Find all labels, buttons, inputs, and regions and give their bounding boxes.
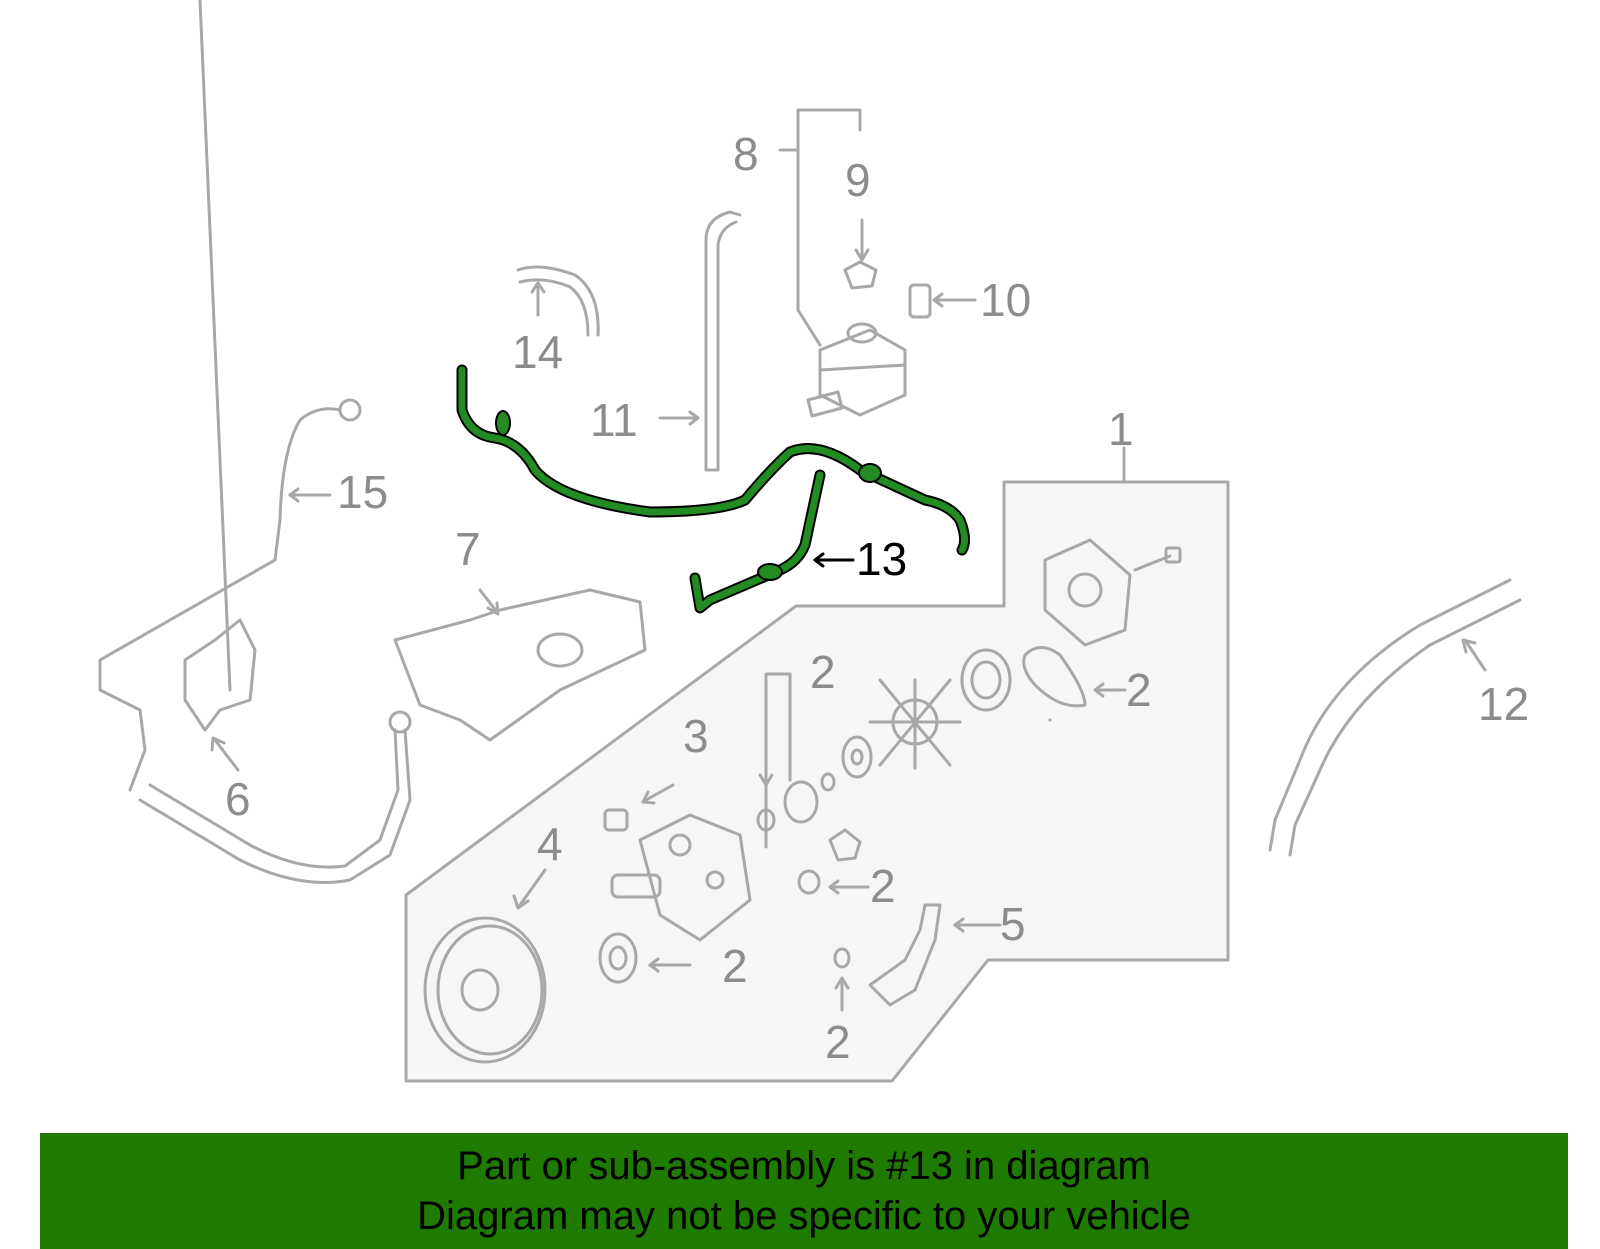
callout-15: 15 [337,466,388,518]
pump-assembly-panel [404,480,1230,1083]
heat-shield-7 [393,588,647,742]
line-15 [98,398,362,792]
callout-2-fitting: 2 [870,860,896,912]
pressure-hose [138,710,412,884]
callout-11: 11 [590,394,638,446]
info-banner: Part or sub-assembly is #13 in diagram D… [40,1133,1568,1249]
callout-12: 12 [1478,678,1529,730]
callout-7: 7 [455,523,481,575]
cover-plate [1043,538,1132,647]
hose-13-highlighted [456,364,971,614]
callout-4: 4 [537,818,563,870]
callout-8: 8 [733,128,759,180]
callout-9: 9 [845,154,871,206]
callout-5: 5 [1000,898,1026,950]
filter-10 [908,283,977,319]
callout-3: 3 [683,710,709,762]
fitting-5 [833,903,1002,1012]
bolt [1133,546,1182,572]
reservoir [806,322,907,418]
bracket-8-9 [796,108,862,132]
bracket-6 [183,0,257,772]
callout-2-bottom: 2 [825,1016,851,1068]
pulley-4 [423,868,547,1064]
banner-line-2: Diagram may not be specific to your vehi… [417,1194,1191,1238]
callout-2-top: 2 [810,646,836,698]
pump-body [610,813,752,942]
cam-ring [960,648,1012,712]
callout-1: 1 [1108,403,1134,455]
o-rings [756,672,873,849]
hose-11 [658,210,742,472]
callout-6: 6 [225,773,251,825]
callout-2-seal: 2 [722,940,748,992]
banner-line-1: Part or sub-assembly is #13 in diagram [457,1144,1151,1188]
callout-14: 14 [512,326,563,378]
callout-13: 13 [856,533,907,585]
hose-12 [1268,578,1522,857]
pressure-switch-3 [603,783,675,832]
hose-14 [516,265,600,337]
seal [598,932,692,984]
reservoir-cap [843,218,878,290]
gasket [1022,646,1127,708]
callout-10: 10 [980,274,1031,326]
callout-2-gasket: 2 [1126,664,1152,716]
rotor-vanes [868,678,962,770]
fitting [797,828,870,895]
